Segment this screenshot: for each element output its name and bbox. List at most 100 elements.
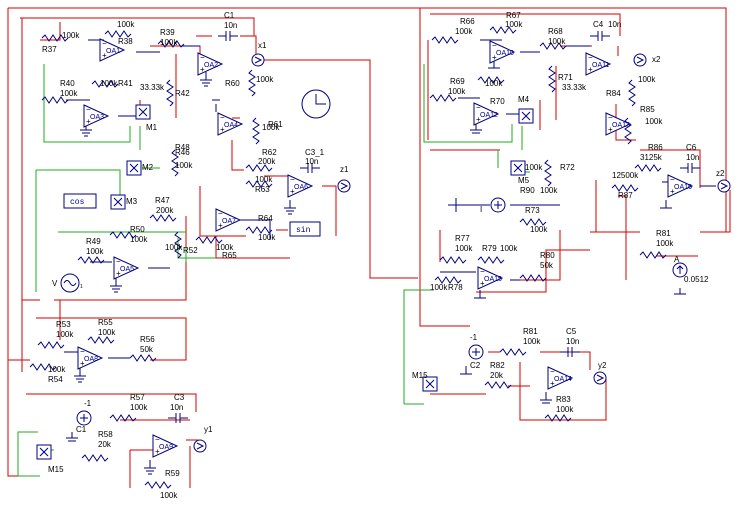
opamp-oa16[interactable]: −+OA16 (667, 174, 694, 198)
opamp-oa6[interactable]: −+OA6 (287, 174, 314, 198)
sin-block[interactable]: sin (289, 221, 321, 237)
multiplier-m1[interactable]: M1 (135, 104, 158, 132)
probe-x1[interactable]: x1 (251, 41, 267, 67)
resistor-name: R83 (556, 395, 571, 404)
multiplier-m2[interactable]: M2 (126, 160, 154, 176)
probe-z1[interactable]: z1 (337, 165, 351, 193)
opamp-plus: + (200, 65, 205, 74)
opamp-oa10[interactable]: −+OA10 (489, 40, 516, 64)
resistor-r38[interactable]: R38 100k (104, 20, 135, 46)
resistor-name: R87 (618, 191, 633, 200)
multiplier-m15b[interactable]: M15 (412, 371, 438, 392)
opamp-oa15[interactable]: −+OA15 (477, 266, 504, 290)
opamp-oa11[interactable]: −+OA11 (585, 52, 612, 76)
source-isrc[interactable]: I (480, 197, 506, 214)
resistor-value: 50k (540, 261, 554, 270)
opamp-oa5[interactable]: −+OA5 (113, 256, 140, 280)
multiplier-m4[interactable]: M4 (518, 95, 534, 124)
source-asrc[interactable]: A0.0512 (672, 255, 709, 284)
probe-y1[interactable]: y1 (193, 425, 213, 453)
opamp-oa12[interactable]: −+OA12 (473, 102, 500, 126)
opamp-oa13[interactable]: −+OA13 (605, 112, 632, 136)
multiplier-m3[interactable]: M3 (110, 194, 138, 210)
opamp-oa8[interactable]: −+OA8 (77, 346, 104, 370)
opamp-oa9[interactable]: −+OA9 (152, 434, 179, 458)
opamp-minus: − (102, 39, 107, 48)
capacitor-name: C3 (174, 393, 185, 402)
resistor-value: 100k (258, 233, 276, 242)
cos-block[interactable]: cos (63, 193, 97, 209)
probe-z2[interactable]: z2 (716, 169, 731, 193)
source-c2src[interactable]: C2-1 (468, 333, 484, 370)
opamp-plus: + (608, 125, 613, 134)
opamp-oa3[interactable]: −+OA3 (83, 104, 110, 128)
ac-voltage-source[interactable]: V 1 (52, 273, 83, 293)
opamp-oa14[interactable]: −+OA14 (547, 366, 574, 390)
source-c1src[interactable]: C1-1 (76, 399, 92, 434)
resistor-name: R38 (118, 37, 133, 46)
probe-y2[interactable]: y2 (593, 361, 607, 385)
opamp-oa1[interactable]: −+OA1 (99, 38, 126, 62)
opamp-oa7[interactable]: −+OA7 (215, 208, 242, 232)
multiplier-m15a[interactable]: M15 (36, 444, 64, 474)
probe-x2[interactable]: x2 (633, 53, 661, 67)
opamp-oa4[interactable]: −+OA4 (217, 112, 244, 136)
green-wires (17, 64, 530, 477)
opamp-name: OA16 (674, 184, 692, 191)
resistor-value: 100k (117, 20, 135, 29)
opamp-oa2[interactable]: −+OA2 (197, 52, 224, 76)
multiplier-m5[interactable]: M5 (510, 160, 530, 185)
resistor-name: R59 (165, 469, 180, 478)
opamp-name: OA6 (294, 184, 308, 191)
